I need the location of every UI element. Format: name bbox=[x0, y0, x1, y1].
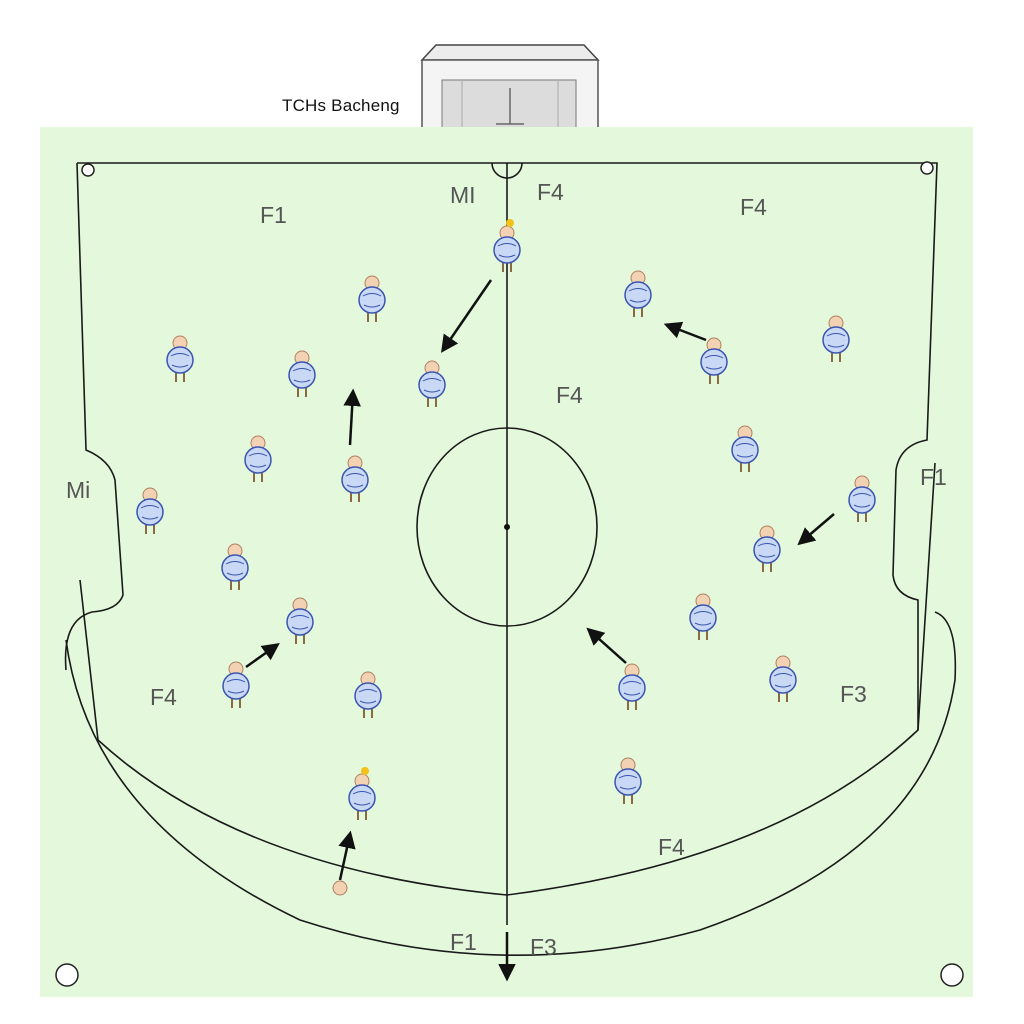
player-icon bbox=[618, 663, 646, 710]
player-icon bbox=[286, 597, 314, 644]
player-icon bbox=[348, 767, 376, 820]
player-icon bbox=[493, 219, 521, 272]
corner-marker-icon bbox=[940, 963, 964, 987]
zone-label: F4 bbox=[537, 179, 564, 205]
player-icon bbox=[614, 757, 642, 804]
corner-markers bbox=[55, 161, 964, 987]
zone-label: F3 bbox=[840, 681, 867, 707]
movement-arrows bbox=[245, 279, 835, 982]
goal-icon bbox=[420, 44, 600, 129]
diagram-caption: TCHs Bacheng bbox=[282, 96, 400, 115]
zone-label: F1 bbox=[920, 464, 947, 490]
player-icon bbox=[354, 671, 382, 718]
player-icon bbox=[689, 593, 717, 640]
arrow-icon bbox=[338, 830, 356, 881]
zone-label: MI bbox=[450, 182, 476, 208]
player-icon bbox=[222, 661, 250, 708]
center-spot bbox=[504, 524, 510, 530]
zone-labels: MI F4 F4 F1 F4 Mi F1 F4 F3 F4 F1 F3 bbox=[66, 179, 947, 960]
player-icon bbox=[700, 337, 728, 384]
arrow-icon bbox=[663, 321, 707, 342]
player-icon bbox=[822, 315, 850, 362]
zone-label: F4 bbox=[658, 834, 685, 860]
player-icon bbox=[288, 350, 316, 397]
player-icon bbox=[848, 475, 876, 522]
corner-marker-icon bbox=[920, 161, 934, 175]
player-icon bbox=[136, 487, 164, 534]
player-icon bbox=[166, 335, 194, 382]
player-icon bbox=[769, 655, 797, 702]
player-icon bbox=[221, 543, 249, 590]
player-icon bbox=[753, 525, 781, 572]
player-icon bbox=[358, 275, 386, 322]
zone-label: F4 bbox=[740, 194, 767, 220]
arrow-icon bbox=[797, 513, 835, 546]
player-icon bbox=[624, 270, 652, 317]
zone-label: F1 bbox=[260, 202, 287, 228]
player-icon bbox=[418, 360, 446, 407]
player-icon bbox=[341, 455, 369, 502]
zone-label: F3 bbox=[530, 934, 557, 960]
arrow-icon bbox=[441, 279, 493, 353]
arrow-icon bbox=[343, 388, 361, 446]
arrow-icon bbox=[245, 642, 280, 669]
players bbox=[136, 219, 876, 896]
zone-label: F4 bbox=[556, 382, 583, 408]
corner-marker-icon bbox=[55, 963, 79, 987]
zone-label: Mi bbox=[66, 477, 90, 503]
arrow-icon bbox=[586, 627, 627, 664]
player-icon bbox=[244, 435, 272, 482]
player-icon bbox=[731, 425, 759, 472]
corner-marker-icon bbox=[81, 163, 95, 177]
zone-label: F4 bbox=[150, 684, 177, 710]
player-icon bbox=[332, 880, 348, 896]
zone-label: F1 bbox=[450, 929, 477, 955]
pitch-lines bbox=[64, 162, 957, 956]
